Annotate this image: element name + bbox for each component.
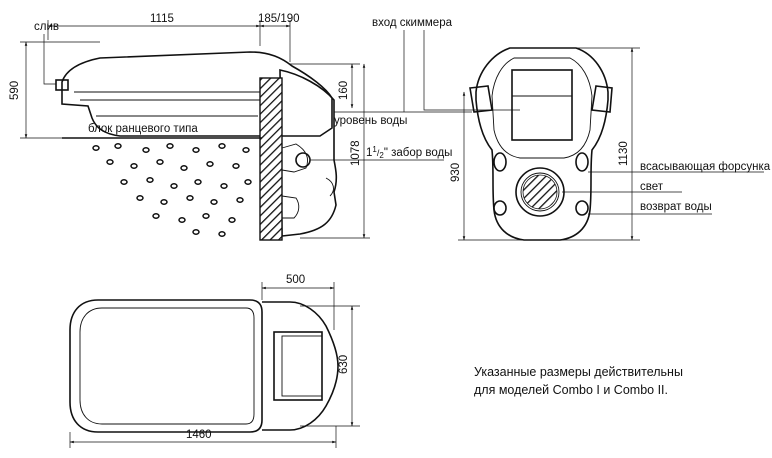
dim-1460: 1460 (186, 429, 212, 441)
gravel-stone (178, 217, 186, 223)
top-view-body-front (69, 299, 263, 433)
gravel-stone (170, 183, 178, 189)
front-view: 930 1130 всасывающая форсунка свет возвр… (450, 47, 771, 241)
suction-nozzle-right (575, 152, 589, 172)
label-water-level: уровень воды (334, 115, 407, 127)
gravel-stone (218, 231, 226, 237)
top-view: 500 630 1460 (69, 274, 360, 448)
note-line-2: для моделей Combo I и Combo II. (474, 383, 668, 397)
gravel-stone (236, 197, 244, 203)
dim-500: 500 (286, 274, 305, 286)
gravel-stone (232, 163, 240, 169)
side-view-rear-detail (281, 143, 308, 173)
dim-930: 930 (450, 163, 462, 182)
label-backpack-unit: блок ранцевого типа (88, 123, 198, 135)
return-nozzle-right (575, 200, 589, 216)
note-line-1: Указанные размеры действительны (474, 365, 683, 379)
gravel-stone (218, 143, 226, 149)
label-water-intake: 11/2" забор воды (366, 145, 452, 160)
front-view-side-handle-left (469, 85, 493, 113)
gravel-stone (146, 177, 154, 183)
dim-1115: 1115 (150, 13, 174, 25)
gravel-stone (106, 159, 114, 165)
suction-nozzle-left (493, 152, 507, 172)
side-view-rear-detail (325, 177, 334, 197)
label-water-return: возврат воды (640, 201, 712, 213)
side-view: 1115 185/190 слив 590 блок ранцевого тип… (9, 13, 520, 241)
gravel-stone (242, 147, 250, 153)
gravel-stone (220, 183, 228, 189)
top-view-skimmer-opening (273, 331, 323, 401)
gravel-stone (210, 199, 218, 205)
dim-185-190: 185/190 (258, 13, 300, 25)
gravel-stone (142, 147, 150, 153)
return-nozzle-left (493, 200, 507, 216)
dim-1078: 1078 (350, 140, 362, 166)
gravel-stone (152, 213, 160, 219)
gravel-backfill (92, 143, 252, 237)
side-view-rear-housing (279, 69, 338, 237)
gravel-stone (130, 163, 138, 169)
gravel-stone (244, 179, 252, 185)
dim-590: 590 (9, 81, 21, 100)
pool-light-icon (515, 167, 565, 217)
front-view-body (475, 47, 609, 241)
top-view-body-rear (262, 301, 339, 431)
skimmer-window (511, 69, 573, 141)
gravel-stone (202, 213, 210, 219)
label-suction-nozzle: всасывающая форсунка (640, 161, 771, 173)
gravel-stone (166, 143, 174, 149)
front-view-side-handle-right (591, 85, 613, 113)
gravel-stone (194, 179, 202, 185)
side-view-rear-detail (281, 195, 300, 219)
gravel-stone (180, 165, 188, 171)
drain-nozzle (55, 79, 69, 91)
side-view-body-top (61, 51, 333, 137)
gravel-stone (120, 179, 128, 185)
gravel-stone (206, 161, 214, 167)
gravel-stone (186, 195, 194, 201)
gravel-stone (192, 229, 200, 235)
leader-drain (43, 34, 56, 85)
front-view-inner-frame (491, 57, 593, 159)
pool-wall (259, 77, 283, 241)
gravel-stone (92, 145, 100, 151)
dim-630: 630 (338, 355, 350, 374)
gravel-stone (192, 147, 200, 153)
gravel-stone (136, 195, 144, 201)
gravel-stone (160, 199, 168, 205)
label-skimmer-inlet: вход скиммера (372, 17, 453, 29)
dim-160: 160 (338, 81, 350, 100)
gravel-stone (114, 143, 122, 149)
top-view-inner-outline (79, 307, 255, 425)
label-drain: слив (34, 21, 59, 33)
dim-1130: 1130 (618, 141, 630, 166)
validity-note: Указанные размеры действительны для моде… (474, 365, 683, 397)
gravel-stone (228, 217, 236, 223)
gravel-stone (156, 159, 164, 165)
label-light: свет (640, 181, 664, 193)
top-view-skimmer-inner (281, 335, 323, 397)
